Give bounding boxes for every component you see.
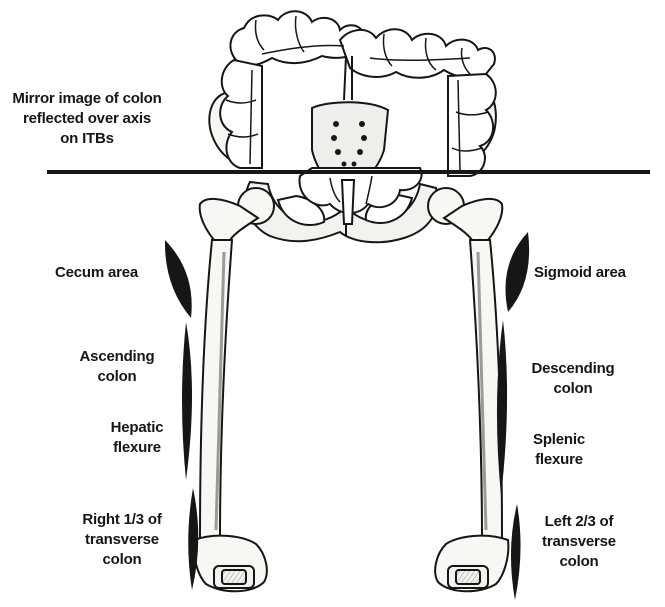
ascending-colon-label: Ascending colon	[79, 348, 155, 385]
cecum-area-label: Cecum area	[55, 264, 139, 281]
marker-right-transverse	[188, 488, 199, 590]
femur-illustration	[192, 187, 510, 593]
sigmoid-area-label: Sigmoid area	[534, 264, 626, 281]
marker-left-transverse	[510, 504, 521, 600]
marker-sigmoid	[505, 232, 530, 312]
femur-right-of-image	[427, 187, 510, 593]
itb-zone-marker-group	[164, 232, 530, 600]
femur-left-of-image	[192, 187, 275, 593]
descending-colon-label: Descending colon	[531, 360, 615, 397]
splenic-flexure-label: Splenic flexure	[533, 431, 585, 468]
left-two-thirds-transverse-label: Left 2/3 of transverse colon	[542, 513, 616, 570]
right-third-transverse-label: Right 1/3 of transverse colon	[82, 511, 162, 568]
colon-illustration	[219, 10, 497, 225]
sacral-foramina	[331, 121, 367, 167]
hepatic-flexure-label: Hepatic flexure	[110, 419, 164, 456]
marker-cecum	[164, 240, 192, 318]
marker-ascending	[182, 322, 192, 480]
mirror-image-note: Mirror image of colon reflected over axi…	[12, 90, 162, 147]
marker-descending	[496, 320, 508, 496]
